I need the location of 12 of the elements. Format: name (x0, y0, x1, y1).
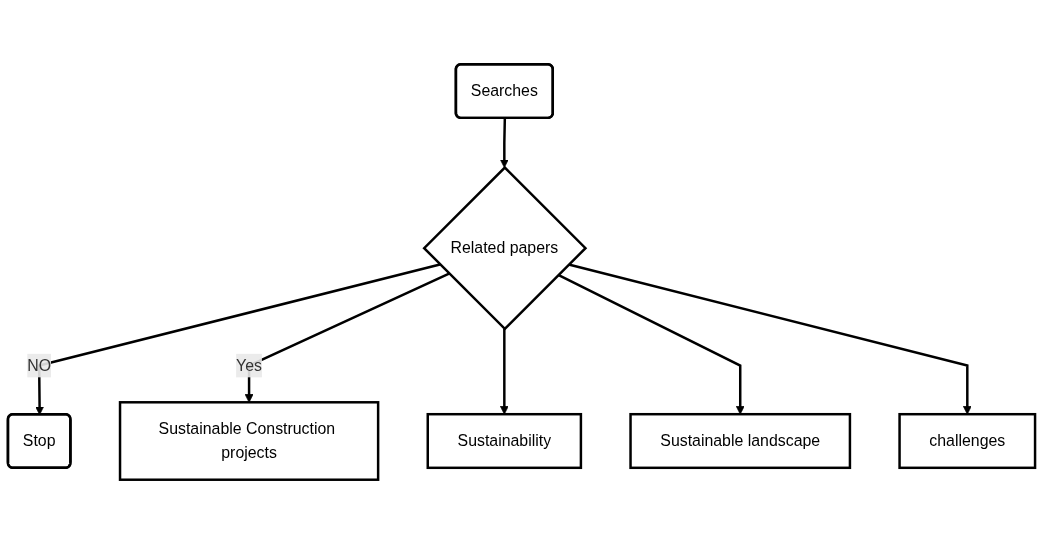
arrow (499, 328, 509, 415)
edge-label: Yes (236, 356, 263, 374)
arrow (244, 272, 450, 403)
arrow (568, 263, 972, 415)
node-box: Sustainability (426, 412, 583, 470)
node-box: challenges (898, 412, 1037, 470)
arrow (557, 273, 745, 415)
arrow (499, 118, 509, 168)
edge-label: NO (27, 356, 52, 374)
node-diamond: Related papers (422, 165, 588, 331)
node-box: Sustainable landscape (629, 412, 852, 470)
node-box: Sustainable Construction projects (118, 401, 380, 481)
